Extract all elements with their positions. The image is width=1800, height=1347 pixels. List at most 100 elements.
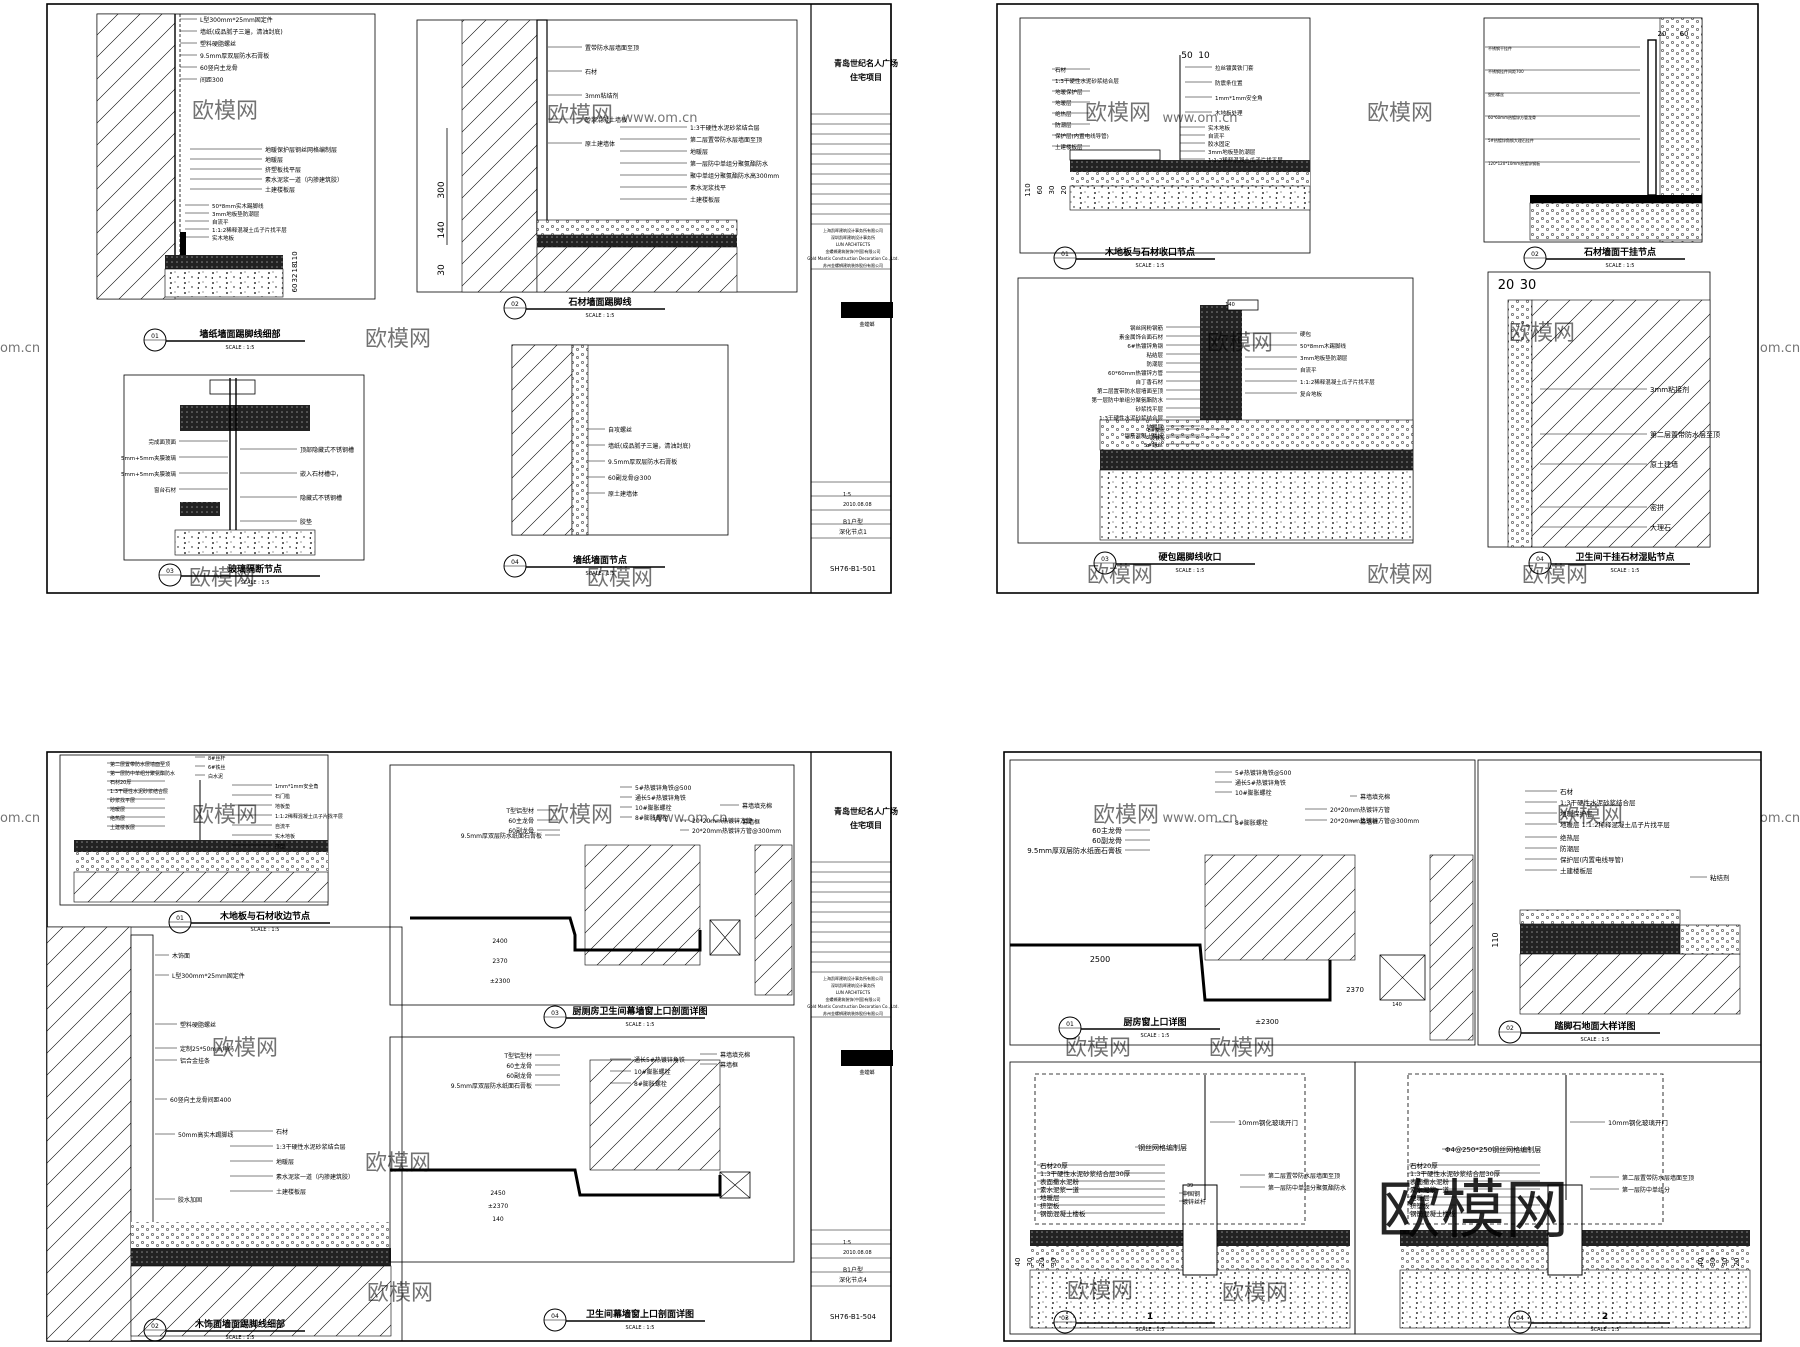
project-subname: 住宅项目 [850,820,882,830]
title-block: 青岛世纪名人广场住宅项目上海凯晖建筑设计事务所有限公司深圳凯晖建筑设计事务所LU… [807,752,899,1341]
dimension-label: 40 [1697,1258,1705,1267]
note-label: 地暖层 [1410,1193,1430,1202]
detail-number: 04 [551,1313,559,1320]
note-label: 1:1:2稀释混凝土瓜子片找平层 [275,813,343,820]
note-label: 保护层(内置电线导管) [1560,855,1624,864]
note-label: 玻镁板 [1150,435,1165,442]
big-watermark: 欧模网 [1377,1174,1569,1248]
note-label: 隐藏式不锈钢槽 [300,494,342,502]
note-label: 8#丝杆 [208,755,225,762]
note-label: 铝合金挂条 [180,1057,210,1065]
detail-scale: SCALE : 1:5 [1581,1037,1610,1043]
drawing-subname: 深化节点1 [839,528,867,536]
title-block: 青岛世纪名人广场住宅项目上海凯晖建筑设计事务所有限公司深圳凯晖建筑设计事务所LU… [807,4,899,593]
note-label: 第一层防中单组分 [1622,1186,1670,1194]
note-label: 幕墙填充棉 [742,802,772,810]
note-label: 不锈钢干挂件 [1488,45,1512,51]
watermark-site-short: om.cn [1760,341,1800,356]
note-label: T型铝型材 [503,1052,532,1060]
company-name: Gold Mantis Construction Decoration Co.,… [807,1004,899,1009]
note-label: 表面撒水泥粉 [1410,1177,1450,1186]
note-label: 1:3干硬性水泥砂浆结合层 [110,788,168,795]
detail-title: 卫生间干挂石材湿贴节点 [1575,551,1674,563]
note-label: 3mm粘结剂 [585,92,619,100]
note-label: 1:1:2稀释混凝土瓜子片找平层 [1208,156,1283,164]
note-label: 8#膨胀 [1148,427,1165,434]
watermark-cn: 欧模网 [547,103,613,128]
note-label: 挤塑板 [1410,1201,1430,1210]
dimension-label: 60 [1680,30,1689,38]
note-label: 嵌入石材槽中， [300,470,342,478]
dimension-label: 300 [437,181,447,198]
detail-scale: SCALE : 1:5 [226,345,255,351]
note-label: 镀锌丝杆 [1182,1198,1206,1206]
detail-number: 01 [1066,1021,1074,1028]
note-label: 原土建墙体 [608,490,638,498]
note-label: 墙纸(成品腻子三遍，清油封底) [200,28,283,36]
detail-title: 厨房窗上口详图 [1123,1016,1186,1028]
detail-4-notes: 自攻螺丝墙纸(成品腻子三遍，清油封底)9.5mm厚双层防水石膏板60副龙骨@30… [588,426,691,498]
note-label: 1:3干硬性水泥砂浆结合层30厚 [1040,1169,1131,1178]
note-label: 50*8mm木踢脚线 [1300,342,1346,350]
scale-value: 1:5 [843,1240,851,1246]
note-label: 通长5#热镀锌角铁 [634,1056,685,1064]
note-label: 防潮层 [1055,121,1072,129]
dimension-label: 2450 [490,1190,505,1197]
note-label: 1:3干硬性水泥砂浆结合层 [276,1143,346,1151]
note-label: 60主龙骨 [506,1062,532,1070]
note-label: 实木地板 [212,234,235,242]
note-label: 9.5mm厚双层防水纸面石膏板 [451,1082,532,1090]
company-name: 上海凯晖建筑设计事务所有限公司 [823,227,883,233]
watermark-cn: 欧模网 [192,803,258,828]
note-label: 10mm钢化玻璃开门 [1608,1118,1668,1127]
watermark-cn: 欧模网 [1522,563,1588,588]
note-label: 6#铁丝 [208,764,225,771]
detail-scale: SCALE : 1:5 [1141,1033,1170,1039]
watermark-cn: 欧模网 [1509,321,1575,346]
dimension-label: 39 [1187,1183,1193,1189]
note-label: 第一层防中单组分聚氨酯防水 [1268,1184,1346,1192]
detail-2-notes: 置带防水层墙面至顶石材3mm粘结剂砂浆混凝土墙板原土建墙体1:3干硬性水泥砂浆结… [548,44,779,204]
note-label: 石材20厚 [1040,1161,1068,1170]
detail-title: 踏脚石地面大样详图 [1554,1020,1635,1032]
detail-scale: SCALE : 1:5 [251,927,280,933]
dimension-label: 30 [1709,1258,1717,1267]
company-name: 上海凯晖建筑设计事务所有限公司 [823,975,883,981]
detail-number: 03 [551,1010,559,1017]
sheet-frames [46,3,1762,1342]
note-label: L型300mm*25mm固定件 [200,16,273,24]
dimension-label: 60 [1036,186,1044,195]
detail-title: 玻璃隔断节点 [228,563,282,575]
detail-number: 03 [1061,1315,1069,1322]
detail-4-notes: T型铝型材60主龙骨60副龙骨9.5mm厚双层防水纸面石膏板通长5#热镀锌角铁1… [451,1051,750,1223]
note-label: 石门槛 [275,793,290,800]
note-label: 定制25*50mm角码 [180,1045,234,1053]
date-value: 2010.08.08 [843,1250,872,1256]
note-label: 石材20厚 [110,779,131,786]
note-label: 9.5mm厚双层防水石膏板 [200,52,269,60]
watermark-cn: 欧模网 [1067,1279,1133,1304]
note-label: 地暖层 [690,148,708,156]
scale-value: 1:5 [843,492,851,498]
dimension-label: 30 [1050,1258,1058,1267]
dimension-label: 32 [291,274,299,283]
company-name: Gold Mantis Construction Decoration Co.,… [807,256,899,261]
note-label: 1:3干硬性水泥砂浆结合层 [1560,798,1636,807]
project-subname: 住宅项目 [850,72,882,82]
company-name: 苏州金螺蛳建筑装饰股份有限公司 [823,262,883,268]
note-label: 石材 [1560,787,1574,796]
note-label: 1:3干硬性水泥砂浆结合层 [690,124,760,132]
watermark-cn: 欧模网 [367,1281,433,1306]
note-label: 防潮层 [1146,360,1163,368]
note-label: 塑料硬脂螺丝 [180,1021,216,1029]
sheet-number: SH76-B1-501 [830,565,876,573]
detail-title: 卫生间幕墙窗上口剖面详图 [586,1308,694,1320]
note-label: 8#膨胀螺栓 [1235,819,1268,827]
note-label: 第二层置带防水层墙面至顶 [690,136,762,144]
dimension-label: 2370 [492,958,507,965]
dimension-label: 10 [1198,51,1210,61]
note-label: 挤塑 [275,843,285,850]
note-label: 大理石 [1650,523,1671,532]
note-label: 塑形螺丝 [1488,91,1504,97]
